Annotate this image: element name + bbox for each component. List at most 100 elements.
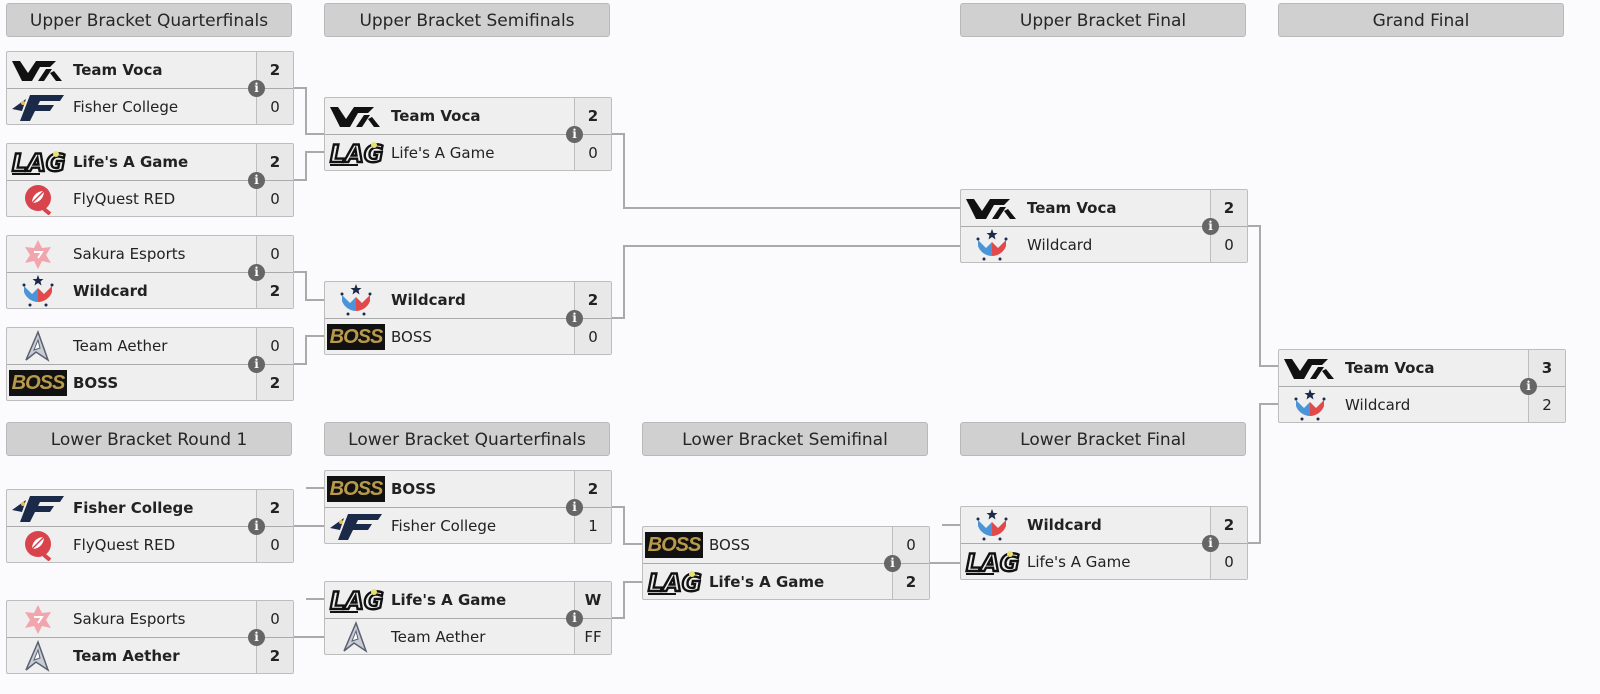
team-name[interactable]: Wildcard [73,281,148,300]
team-score: 0 [892,527,929,563]
info-icon[interactable]: i [1202,218,1219,235]
team-name[interactable]: Life's A Game [391,143,495,162]
team-name[interactable]: Sakura Esports [73,245,186,263]
team-name[interactable]: BOSS [709,536,750,554]
team-name[interactable]: FlyQuest RED [73,535,176,554]
team-score: 2 [256,365,293,400]
info-icon[interactable]: i [248,264,265,281]
team-name[interactable]: BOSS [73,373,119,392]
boss-logo-text: BOSS [8,369,68,396]
team-row[interactable]: BOSS BOSS 2 [7,365,293,400]
team-score: 2 [574,471,611,507]
team-name[interactable]: FlyQuest RED [73,189,176,208]
team-name[interactable]: Fisher College [391,516,497,535]
sakura-esports-logo-icon [9,238,67,270]
team-name[interactable]: Fisher College [73,97,179,116]
info-icon[interactable]: i [566,126,583,143]
info-icon[interactable]: i [248,629,265,646]
info-icon[interactable]: i [1202,535,1219,552]
info-icon[interactable]: i [248,172,265,189]
flyquest-red-logo-icon [9,183,67,215]
wildcard-logo-icon [9,274,67,307]
team-score: 2 [1210,190,1247,226]
info-icon[interactable]: i [566,610,583,627]
team-name[interactable]: Team Aether [73,337,168,355]
team-name[interactable]: Wildcard [1027,235,1093,254]
wildcard-logo-icon [963,228,1021,261]
fisher-college-logo-icon [9,492,67,524]
team-name[interactable]: Team Aether [73,646,180,665]
info-icon[interactable]: i [1520,378,1537,395]
info-icon[interactable]: i [566,499,583,516]
team-voca-logo-icon [1281,352,1339,384]
team-row[interactable]: BOSS BOSS 0 [643,527,929,564]
team-name[interactable]: BOSS [391,327,432,346]
boss-logo-text: BOSS [644,532,704,558]
header-upper-bracket-quarterfinals: Upper Bracket Quarterfinals [6,3,292,37]
lifes-a-game-logo-icon: LAG [963,546,1021,577]
team-name[interactable]: Life's A Game [73,153,189,171]
team-name[interactable]: Team Voca [1027,199,1117,217]
info-icon[interactable]: i [566,310,583,327]
connector [580,245,960,319]
header-lower-bracket-round-1: Lower Bracket Round 1 [6,422,292,456]
team-name[interactable]: Wildcard [1345,395,1411,414]
header-grand-final: Grand Final [1278,3,1564,37]
team-name[interactable]: Life's A Game [709,572,825,591]
team-name[interactable]: Fisher College [73,499,194,517]
header-lower-bracket-quarterfinals: Lower Bracket Quarterfinals [324,422,610,456]
team-name[interactable]: Life's A Game [391,591,507,609]
team-name[interactable]: Team Voca [73,61,163,79]
team-name[interactable]: Team Aether [391,627,486,646]
team-row[interactable]: BOSS BOSS 2 [325,471,611,508]
team-name[interactable]: Wildcard [1027,516,1102,534]
info-icon[interactable]: i [248,80,265,97]
team-aether-logo-icon [327,620,385,653]
boss-logo-text: BOSS [326,476,386,502]
team-name[interactable]: Wildcard [391,291,466,309]
info-icon[interactable]: i [248,518,265,535]
team-name[interactable]: Team Voca [1345,359,1435,377]
info-icon[interactable]: i [884,555,901,572]
team-name[interactable]: Sakura Esports [73,610,186,628]
lifes-a-game-logo-icon: LAG [327,137,385,168]
connector [580,133,960,209]
team-voca-logo-icon [963,192,1021,224]
team-name[interactable]: Team Voca [391,107,481,125]
team-name[interactable]: BOSS [391,480,437,498]
lifes-a-game-logo-icon: LAG [9,146,67,178]
info-icon[interactable]: i [248,356,265,373]
team-name[interactable]: Life's A Game [1027,552,1131,571]
team-row[interactable]: Team Voca 2 [961,190,1247,227]
